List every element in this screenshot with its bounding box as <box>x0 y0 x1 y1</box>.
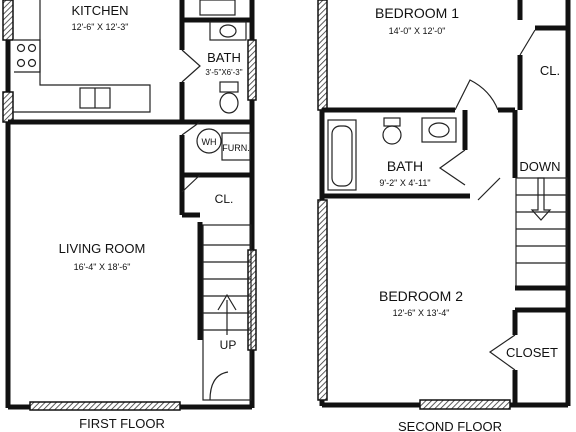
bath2-dims: 9'-2" X 4'-11" <box>379 178 430 188</box>
bath-basin <box>219 24 237 38</box>
living-room-dims: 16'-4" X 18'-6" <box>74 262 131 272</box>
bath2-door-swing <box>438 149 466 186</box>
up-arrow-icon <box>217 293 237 335</box>
closet1-door <box>519 29 536 56</box>
bath-name: BATH <box>207 50 241 65</box>
bath2-basin <box>428 122 450 138</box>
mech-door <box>181 121 201 136</box>
first-floor-caption: FIRST FLOOR <box>79 416 165 431</box>
bedroom2-name: BEDROOM 2 <box>379 288 463 304</box>
second-floor-caption: SECOND FLOOR <box>398 419 502 432</box>
wall-hatch <box>247 249 257 351</box>
wall-hatch <box>2 0 14 41</box>
bedroom1-dims: 14'-0" X 12'-0" <box>389 26 446 36</box>
down-arrow-icon <box>530 177 552 221</box>
wall-hatch <box>29 401 181 411</box>
hall-door <box>477 177 501 201</box>
bedroom1-name: BEDROOM 1 <box>375 5 459 21</box>
wall-hatch <box>419 399 511 410</box>
bedroom1-door-swing <box>454 79 499 111</box>
burner-icon <box>16 43 26 53</box>
toilet2-bowl <box>382 125 402 145</box>
bath-vanity <box>209 21 247 41</box>
first-floor-plan: KITCHEN 12'-6" X 12'-3" BATH 3'-5"X6'-3"… <box>2 0 257 431</box>
bath2-name: BATH <box>387 158 423 174</box>
stair-treads <box>516 194 567 264</box>
fridge <box>199 0 236 16</box>
closet1-label: CL. <box>540 63 560 78</box>
stair-up-label: UP <box>220 338 237 352</box>
water-heater-label: WH <box>202 137 217 147</box>
closet2-label: CLOSET <box>506 345 558 360</box>
furnace <box>221 132 251 161</box>
wall-hatch <box>247 39 257 101</box>
closet1-wall <box>517 0 568 110</box>
toilet2-tank <box>383 117 401 127</box>
furnace-label: FURN. <box>222 143 250 153</box>
closet-door <box>181 174 201 193</box>
wall-hatch <box>2 91 14 123</box>
kitchen-dims: 12'-6" X 12'-3" <box>72 22 129 32</box>
bath-door-swing <box>181 49 201 83</box>
closet2-wall <box>512 307 568 405</box>
burner-icon <box>27 43 37 53</box>
bathtub-inner <box>331 125 353 187</box>
mechanical-closet-wall <box>179 135 252 178</box>
bath-dims: 3'-5"X6'-3" <box>205 68 242 77</box>
second-floor-plan: BEDROOM 1 14'-0" X 12'-0" CL. BATH 9'-2"… <box>317 0 571 432</box>
stove <box>14 39 41 73</box>
living-room-name: LIVING ROOM <box>59 241 146 256</box>
bathtub <box>327 119 357 191</box>
bath2-vanity <box>421 117 457 143</box>
toilet-tank <box>219 81 239 93</box>
entry-door-swing <box>209 371 229 401</box>
wall-hatch <box>317 199 328 401</box>
toilet-bowl <box>219 92 239 114</box>
burner-icon <box>27 58 37 68</box>
burner-icon <box>16 58 26 68</box>
closet-label: CL. <box>215 192 234 206</box>
stair-down-label: DOWN <box>519 159 560 174</box>
kitchen-name: KITCHEN <box>71 3 128 18</box>
bedroom2-dims: 12'-6" X 13'-4" <box>393 308 450 318</box>
closet2-door-swing <box>488 334 516 371</box>
wall-hatch <box>317 0 328 111</box>
water-heater <box>196 128 222 154</box>
